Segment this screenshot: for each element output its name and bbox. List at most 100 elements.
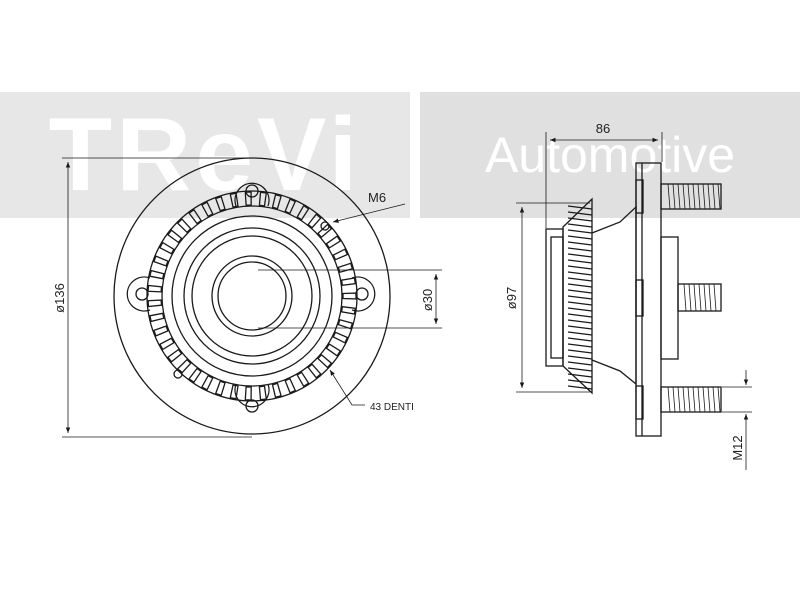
tone-ring-tooth bbox=[258, 191, 268, 207]
stud-thread-line bbox=[667, 183, 671, 210]
crown-tooth-line bbox=[567, 205, 593, 210]
tone-ring-tooth bbox=[271, 193, 282, 210]
stud-thread-line bbox=[708, 283, 712, 312]
tone-ring-tooth bbox=[229, 384, 239, 400]
tone-ring-tooth bbox=[307, 213, 322, 229]
tone-ring-tooth bbox=[149, 269, 165, 280]
tone-ring-tooth bbox=[149, 312, 165, 323]
crown-tooth-line bbox=[567, 217, 593, 222]
tone-ring-tooth bbox=[188, 208, 202, 225]
tone-ring-outer bbox=[146, 190, 358, 402]
tone-ring-tooth bbox=[317, 353, 333, 369]
stud-thread-line bbox=[672, 183, 676, 210]
flange-boss-top bbox=[635, 179, 644, 214]
crown-tooth-line bbox=[567, 379, 593, 384]
crown-tooth-line bbox=[567, 247, 593, 252]
crown-tooth-line bbox=[567, 367, 593, 372]
flange-boss-bot bbox=[635, 385, 644, 420]
stud-thread-line bbox=[692, 386, 696, 413]
crown-tooth-line bbox=[567, 211, 593, 216]
stud-threads bbox=[667, 183, 721, 413]
crown-tooth-line bbox=[567, 301, 593, 306]
crown-tooth-line bbox=[567, 265, 593, 270]
tooth-count-label: 43 DENTI bbox=[370, 402, 414, 413]
m6-hole-lower bbox=[173, 369, 183, 379]
tone-ring-tooth bbox=[244, 191, 252, 206]
tone-ring-tooth bbox=[166, 229, 183, 244]
tone-ring-tooth bbox=[284, 377, 297, 394]
stud-thread-line bbox=[707, 386, 711, 413]
tone-ring-tooth bbox=[153, 255, 169, 267]
stud-thread-line bbox=[703, 283, 707, 312]
tone-ring-tooth bbox=[284, 198, 297, 215]
wheel-stud-mid bbox=[677, 283, 722, 312]
tone-ring-tooth bbox=[271, 382, 282, 399]
tone-ring-tooth bbox=[176, 218, 192, 234]
side-flange bbox=[635, 162, 662, 437]
tone-ring-tooth bbox=[337, 262, 354, 273]
crown-tooth-line bbox=[567, 277, 593, 282]
flange-outer-circle bbox=[113, 157, 391, 435]
crown-tooth-line bbox=[567, 337, 593, 342]
tone-ring-tooth bbox=[201, 374, 214, 391]
tone-ring-tooth bbox=[147, 284, 163, 293]
tone-ring-tooth bbox=[229, 192, 239, 208]
crown-tooth-line bbox=[567, 313, 593, 318]
tone-ring-tooth bbox=[317, 223, 333, 239]
watermark-sub-text: Automotive bbox=[484, 127, 736, 183]
stud-thread-line bbox=[688, 283, 692, 312]
tone-ring-tooth bbox=[201, 201, 214, 218]
stud-thread-line bbox=[717, 183, 721, 210]
crown-tooth-line bbox=[567, 271, 593, 276]
crown-tooth-line bbox=[567, 307, 593, 312]
tone-ring-tooth bbox=[159, 241, 175, 255]
stud-thread-line bbox=[713, 283, 717, 312]
crown-tooth-line bbox=[567, 241, 593, 246]
tone-ring-tooth bbox=[147, 299, 163, 308]
stud-thread-line bbox=[717, 386, 721, 413]
stud-thread-line bbox=[702, 386, 706, 413]
tone-ring-tooth bbox=[176, 358, 192, 374]
side-dimensions bbox=[516, 132, 752, 470]
stud-thread-label: M12 bbox=[730, 435, 745, 460]
tone-ring-tooth bbox=[159, 337, 175, 351]
tone-ring-tooth bbox=[166, 348, 183, 363]
bearing-cup bbox=[545, 228, 564, 367]
tone-ring-teeth bbox=[147, 191, 357, 401]
pilot-boss bbox=[660, 236, 679, 360]
crown-tooth-line bbox=[567, 235, 593, 240]
stud-thread-line bbox=[712, 183, 716, 210]
watermark-sub-panel: Automotive bbox=[420, 92, 800, 218]
outer-diameter-label: ø136 bbox=[52, 283, 67, 313]
crown-tooth-line bbox=[567, 259, 593, 264]
tone-ring-tooth bbox=[332, 331, 349, 344]
crown-tooth-line bbox=[567, 229, 593, 234]
stud-thread-line bbox=[687, 183, 691, 210]
tone-ring-crown-teeth bbox=[567, 205, 593, 390]
tone-ring-tooth bbox=[340, 305, 357, 315]
stud-boss-bottom bbox=[234, 383, 270, 413]
stud-thread-line bbox=[707, 183, 711, 210]
width-86-label: 86 bbox=[596, 121, 610, 136]
hub-bore-inner bbox=[217, 261, 287, 331]
stud-boss-top bbox=[234, 182, 270, 207]
bore-diameter-label: ø30 bbox=[420, 289, 435, 311]
crown-tooth-line bbox=[567, 283, 593, 288]
crown-tooth-line bbox=[567, 385, 593, 390]
stud-boss-left bbox=[126, 276, 151, 312]
watermark-brand-text: TReVi bbox=[48, 97, 362, 213]
tone-ring-tooth bbox=[325, 235, 342, 249]
crown-tooth-line bbox=[567, 223, 593, 228]
crown-diameter-label: ø97 bbox=[504, 287, 519, 309]
stud-thread-line bbox=[712, 386, 716, 413]
tone-ring-tooth bbox=[332, 248, 349, 261]
crown-tooth-line bbox=[567, 373, 593, 378]
stud-thread-line bbox=[697, 386, 701, 413]
bearing-seal bbox=[550, 236, 564, 359]
tone-ring-tooth bbox=[188, 367, 202, 384]
flange-boss-mid bbox=[635, 279, 644, 317]
tone-ring-tooth bbox=[342, 292, 357, 300]
crown-tooth-line bbox=[567, 361, 593, 366]
wheel-stud-top bbox=[660, 183, 722, 210]
